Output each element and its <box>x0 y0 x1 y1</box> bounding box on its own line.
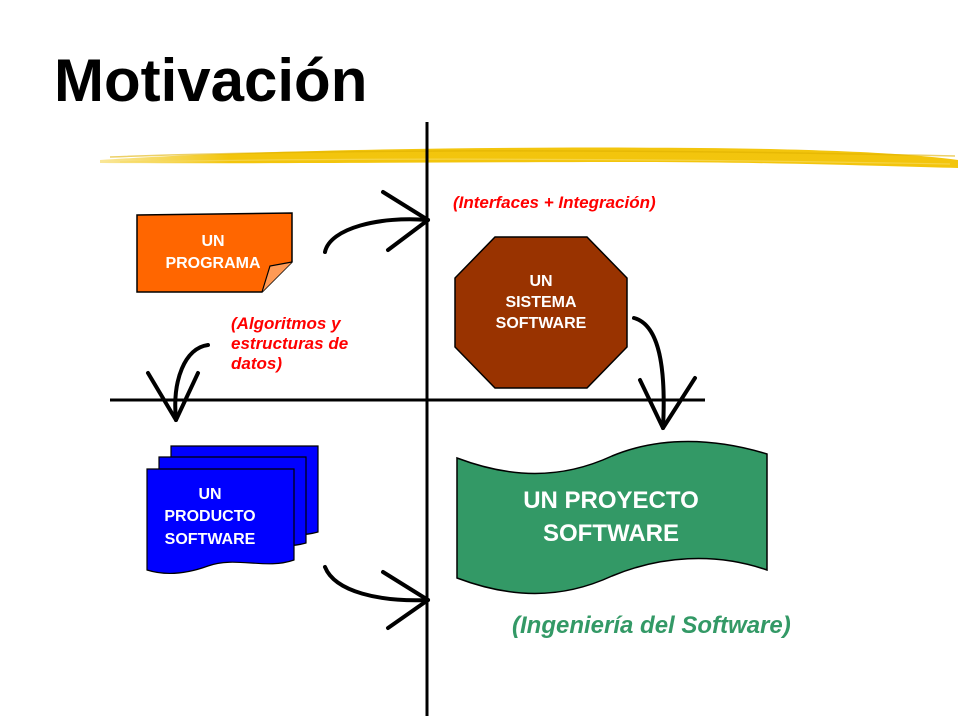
sistema-line3: SOFTWARE <box>496 315 587 332</box>
proyecto-line1: UN PROYECTO <box>523 487 699 514</box>
annotation-algoritmos-line2: estructuras de <box>231 334 348 353</box>
slide-title: Motivación <box>54 47 368 114</box>
arrow-producto-to-proyecto <box>323 565 430 630</box>
arrow-programa-to-producto <box>146 343 210 422</box>
producto-line1: UN <box>198 486 221 503</box>
annotation-algoritmos-line3: datos) <box>231 354 282 373</box>
sistema-line2: SISTEMA <box>505 294 577 311</box>
node-producto: UN PRODUCTO SOFTWARE <box>146 445 319 575</box>
programa-line2: PROGRAMA <box>165 255 261 272</box>
producto-line2: PRODUCTO <box>164 508 255 525</box>
annotation-ingenieria: (Ingeniería del Software) <box>512 612 791 639</box>
producto-line3: SOFTWARE <box>165 531 256 548</box>
arrow-sistema-to-proyecto <box>632 316 697 430</box>
node-programa: UN PROGRAMA <box>136 212 293 293</box>
annotation-algoritmos-line1: (Algoritmos y <box>231 314 342 333</box>
sistema-line1: UN <box>529 273 552 290</box>
arrow-programa-to-sistema <box>323 190 430 254</box>
programa-line1: UN <box>201 233 224 250</box>
proyecto-line2: SOFTWARE <box>543 520 679 547</box>
node-proyecto: UN PROYECTO SOFTWARE <box>456 440 768 595</box>
annotation-interfaces: (Interfaces + Integración) <box>453 193 656 212</box>
node-sistema: UN SISTEMA SOFTWARE <box>454 236 628 389</box>
highlighter-stroke <box>100 147 958 168</box>
